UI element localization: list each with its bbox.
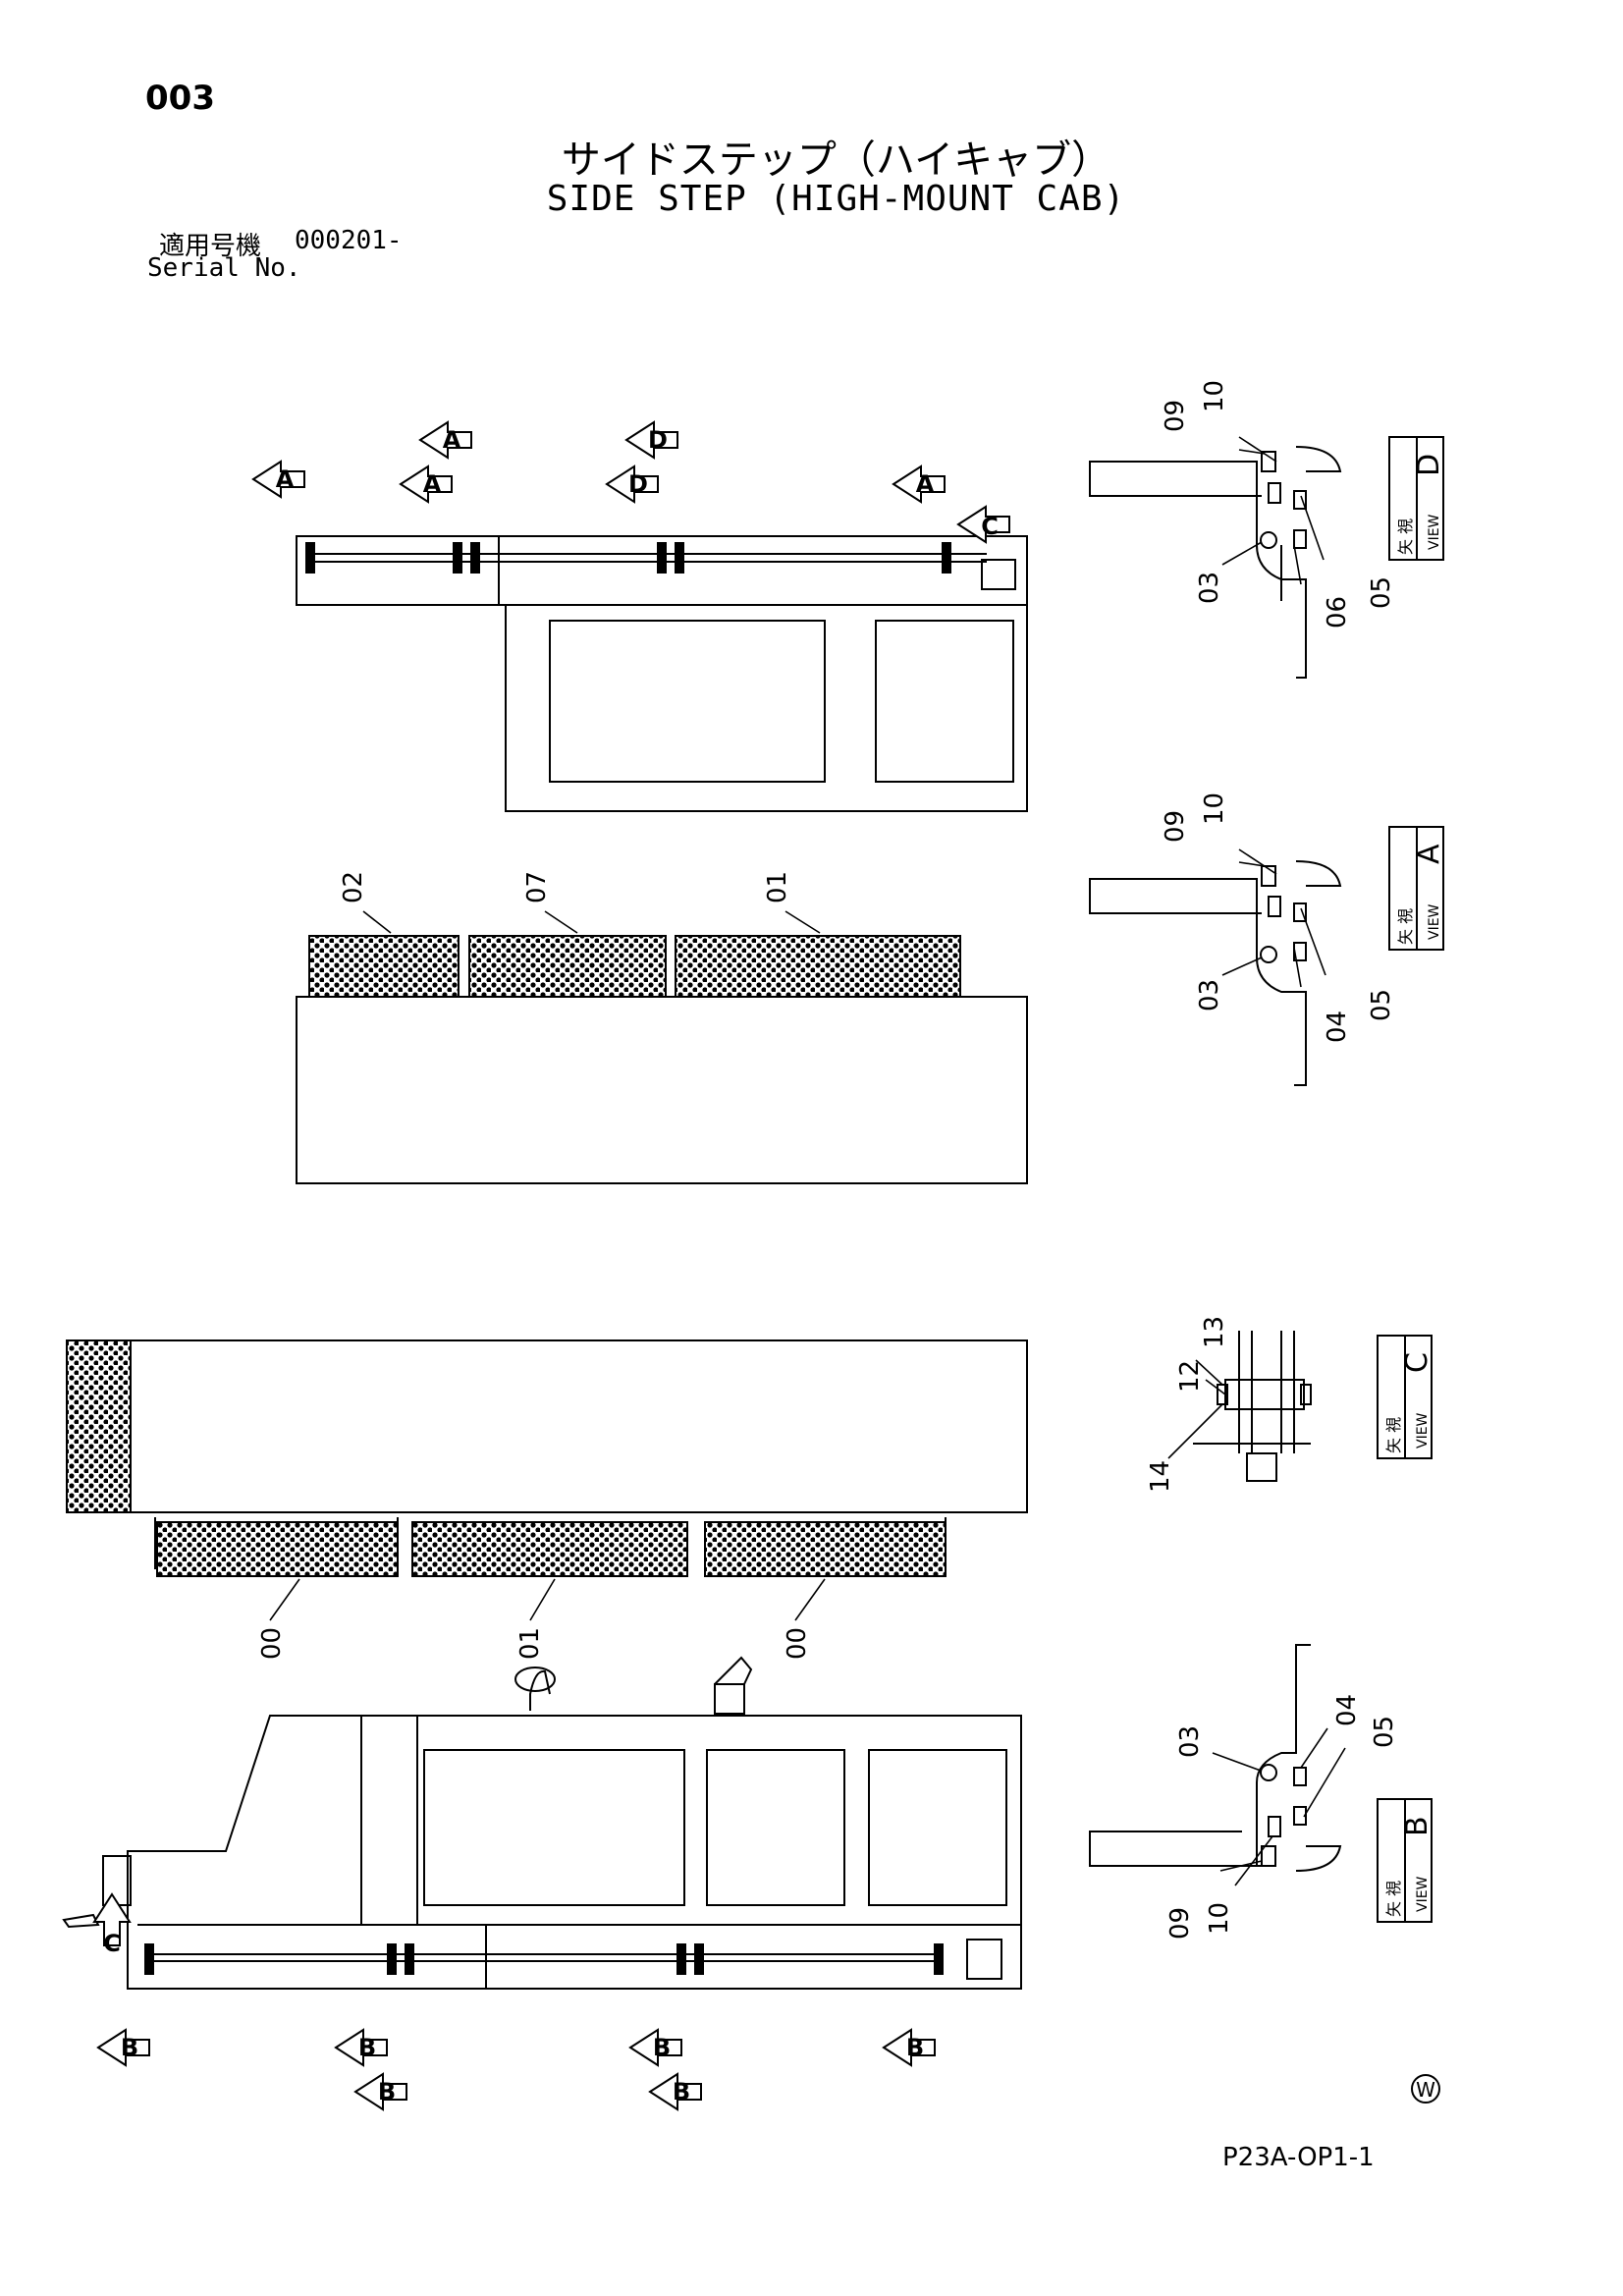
title-japanese: サイドステップ（ハイキャブ）	[561, 137, 1111, 183]
callout-09-d: 09	[1161, 400, 1190, 432]
svg-text:B: B	[906, 2034, 924, 2061]
view-a-letter: A	[1412, 844, 1446, 864]
svg-text:B: B	[358, 2034, 376, 2061]
side-view-body	[66, 1339, 1028, 1513]
drawing-code: P23A-OP1-1	[1222, 2143, 1375, 2172]
svg-text:D: D	[628, 470, 648, 498]
serial-value: 000201-	[295, 226, 403, 255]
arrow-b-2: B	[334, 2028, 388, 2067]
arrow-b-3: B	[353, 2072, 407, 2111]
callout-10-d: 10	[1200, 380, 1229, 412]
w-mark-circle	[1411, 2074, 1440, 2104]
rear-view-step-02	[308, 935, 460, 998]
view-c-letter: C	[1400, 1352, 1434, 1373]
svg-text:C: C	[103, 1930, 121, 1957]
svg-text:B: B	[121, 2034, 138, 2061]
callout-03-d: 03	[1195, 572, 1224, 604]
view-b-jp: 矢 視	[1384, 1881, 1403, 1917]
view-d-bracket	[1089, 446, 1342, 679]
svg-text:B: B	[653, 2034, 671, 2061]
svg-text:A: A	[276, 465, 295, 493]
svg-text:C: C	[981, 513, 999, 540]
arrow-b-6: B	[882, 2028, 936, 2067]
svg-text:A: A	[423, 470, 442, 498]
arrow-b-4: B	[628, 2028, 682, 2067]
callout-01-side: 01	[515, 1627, 545, 1660]
arrow-c-bottom: C	[92, 1892, 132, 1957]
callout-14-c: 14	[1146, 1460, 1175, 1493]
callout-09-a: 09	[1161, 810, 1190, 843]
arrow-a-2: A	[399, 465, 453, 504]
svg-text:A: A	[443, 426, 461, 454]
svg-text:D: D	[648, 426, 668, 454]
svg-text:A: A	[916, 470, 935, 498]
svg-text:B: B	[673, 2078, 690, 2105]
view-a-bracket	[1089, 860, 1342, 1086]
callout-06-d: 06	[1323, 596, 1352, 629]
bottom-view-machine	[62, 1656, 1022, 1990]
callout-05-b: 05	[1370, 1716, 1399, 1748]
view-label-box-c	[1377, 1335, 1433, 1459]
callout-07: 07	[522, 871, 552, 903]
view-a-en: VIEW	[1427, 903, 1442, 940]
view-d-letter: D	[1412, 454, 1446, 476]
callout-12-c: 12	[1175, 1360, 1205, 1393]
view-b-bracket	[1089, 1644, 1342, 1872]
callout-00-left: 00	[257, 1627, 287, 1660]
view-label-box-d	[1388, 436, 1444, 561]
view-c-en: VIEW	[1415, 1412, 1431, 1449]
arrow-d-1: D	[605, 465, 659, 504]
side-view-step-01	[411, 1521, 688, 1577]
w-mark-letter: W	[1416, 2078, 1435, 2102]
view-c-bracket	[1193, 1331, 1312, 1482]
view-label-box-b	[1377, 1798, 1433, 1923]
view-arrows: A A A A D D C C	[92, 420, 1010, 2111]
callout-03-a: 03	[1195, 979, 1224, 1011]
callout-04-a: 04	[1323, 1011, 1352, 1043]
callout-02: 02	[339, 871, 368, 903]
view-a-jp: 矢 視	[1396, 908, 1415, 945]
side-view-step-00-left	[154, 1517, 399, 1577]
arrow-a-4: A	[892, 465, 946, 504]
callout-13-c: 13	[1200, 1316, 1229, 1348]
arrow-d-2: D	[624, 420, 678, 460]
arrow-b-5: B	[648, 2072, 702, 2111]
callout-00-right: 00	[783, 1627, 812, 1660]
arrow-b-1: B	[96, 2028, 150, 2067]
callout-04-b: 04	[1332, 1694, 1362, 1726]
leader-lines	[269, 436, 1346, 1886]
page-number: 003	[145, 79, 215, 118]
callout-01-rear: 01	[763, 871, 792, 903]
view-b-en: VIEW	[1415, 1876, 1431, 1912]
arrow-a-1: A	[251, 460, 305, 499]
svg-text:B: B	[378, 2078, 396, 2105]
callout-10-b: 10	[1205, 1902, 1234, 1935]
rear-view-step-07	[468, 935, 667, 998]
serial-label-japanese: 適用号機	[159, 232, 262, 261]
view-b-letter: B	[1400, 1816, 1434, 1836]
view-d-en: VIEW	[1427, 514, 1442, 550]
callout-03-b: 03	[1175, 1725, 1205, 1758]
arrow-c-top: C	[956, 505, 1010, 544]
callout-05-d: 05	[1367, 576, 1396, 609]
top-view-cab	[505, 604, 1028, 812]
view-d-jp: 矢 視	[1396, 519, 1415, 555]
view-c-jp: 矢 視	[1384, 1417, 1403, 1453]
view-label-box-a	[1388, 826, 1444, 951]
arrow-a-3: A	[418, 420, 472, 460]
callout-09-b: 09	[1165, 1907, 1195, 1940]
callout-10-a: 10	[1200, 793, 1229, 825]
title-english: SIDE STEP (HIGH-MOUNT CAB)	[546, 179, 1126, 219]
rear-view-body	[296, 996, 1028, 1184]
serial-label-english: Serial No.	[147, 253, 301, 283]
side-view-step-00-right	[704, 1517, 947, 1577]
top-view-rail-assembly	[296, 535, 1028, 606]
rear-view-step-01	[675, 935, 961, 998]
callout-05-a: 05	[1367, 989, 1396, 1021]
